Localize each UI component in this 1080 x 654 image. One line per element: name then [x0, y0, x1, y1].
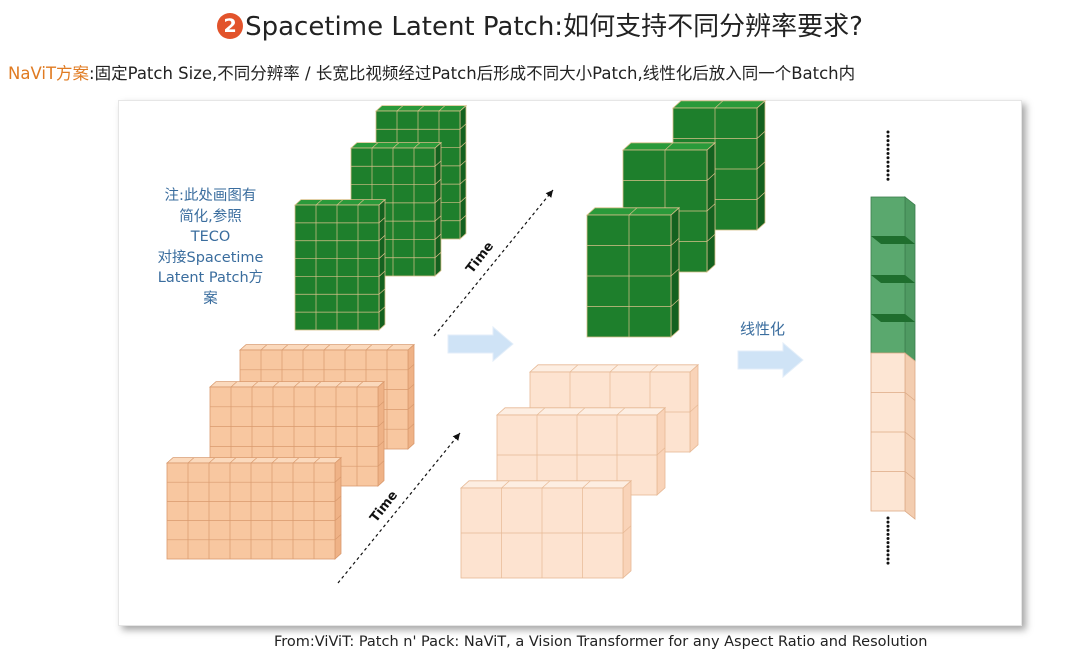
- step-badge: 2: [217, 13, 244, 39]
- block-layer: [165, 99, 916, 579]
- time-label-bottom: Time: [367, 488, 401, 526]
- ellipsis-dot: [886, 549, 890, 553]
- green-frame-1: [293, 198, 387, 331]
- note-line: TECO: [190, 229, 231, 245]
- ellipsis-dot: [886, 152, 890, 155]
- time-label-top: Time: [463, 239, 497, 277]
- time-axis-bottom: [337, 432, 461, 584]
- note-line: 案: [203, 290, 218, 307]
- ellipsis-dot: [886, 520, 890, 524]
- note-line: Latent Patch方: [157, 270, 264, 286]
- simplification-note: 注:此处画图有 简化,参照 TECO 对接Spacetime Latent Pa…: [148, 186, 273, 309]
- ellipsis-dot: [886, 177, 890, 181]
- linearized-token-column: [870, 196, 916, 520]
- linearize-arrow: [737, 341, 804, 379]
- ellipsis-dot: [886, 524, 890, 528]
- ellipsis-dot: [886, 173, 890, 177]
- ellipsis-dot: [886, 557, 890, 561]
- subtitle: NaViT方案:固定Patch Size,不同分辨率 / 长宽比视频经过Patc…: [8, 60, 855, 84]
- ellipsis-dot: [886, 516, 890, 520]
- ellipsis-bottom: [886, 516, 890, 565]
- ellipsis-dot: [886, 561, 890, 565]
- note-line: 对接Spacetime: [157, 249, 264, 266]
- ellipsis-top: [886, 130, 890, 181]
- ellipsis-dot: [886, 528, 890, 532]
- ellipsis-dot: [886, 130, 890, 134]
- subtitle-text: :固定Patch Size,不同分辨率 / 长宽比视频经过Patch后形成不同大…: [89, 64, 856, 83]
- ellipsis-dot: [886, 164, 890, 168]
- green-patch-stack-1: [585, 206, 681, 338]
- note-line: 简化,参照: [179, 208, 242, 225]
- ellipsis-dot: [886, 134, 890, 138]
- linearize-label: 线性化: [740, 320, 786, 338]
- pale-patch-stack-1: [459, 479, 633, 579]
- ellipsis-dot: [886, 532, 890, 536]
- ellipsis-dot: [886, 537, 890, 540]
- ellipsis-dot: [886, 156, 890, 160]
- note-line: 注:此处画图有: [164, 188, 257, 204]
- time-axis-top: [433, 189, 554, 337]
- ellipsis-dot: [886, 541, 890, 545]
- orange-frame-1: [165, 456, 343, 560]
- packing-arrow: [447, 325, 514, 363]
- ellipsis-dot: [886, 160, 890, 164]
- ellipsis-dot: [886, 553, 890, 557]
- page-title-text: Spacetime Latent Patch:如何支持不同分辨率要求?: [245, 12, 863, 42]
- ellipsis-dot: [886, 139, 890, 143]
- ellipsis-dot: [886, 147, 890, 151]
- ellipsis-dot: [886, 143, 890, 147]
- ellipsis-dot: [886, 545, 890, 549]
- source-citation: From:ViViT: Patch n' Pack: NaViT, a Visi…: [274, 634, 928, 650]
- ellipsis-dot: [886, 169, 890, 173]
- subtitle-highlight: NaViT方案: [8, 64, 90, 83]
